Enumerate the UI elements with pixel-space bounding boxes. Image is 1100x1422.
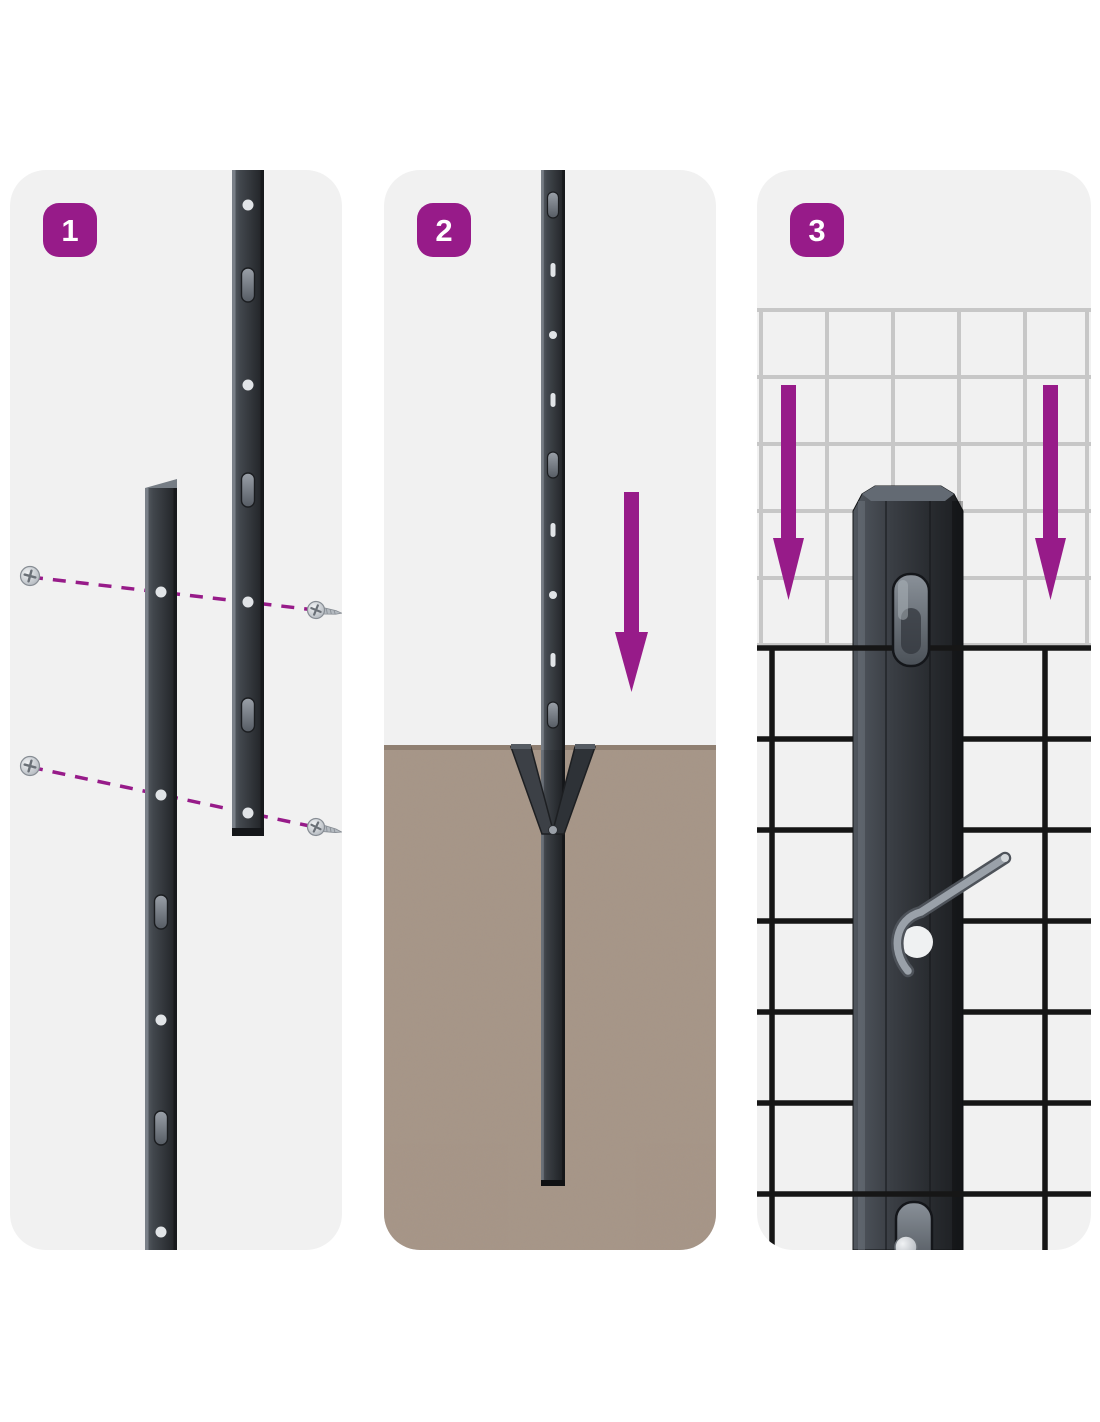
post-slot — [550, 263, 556, 277]
arrow-down-icon — [773, 385, 804, 600]
step3-illustration — [757, 308, 1091, 1250]
step-panel-1: 1 — [10, 170, 342, 1250]
post-tab — [546, 451, 560, 479]
screw-head-icon — [19, 755, 41, 777]
step-number: 3 — [808, 212, 826, 248]
step-panel-3: 3 — [757, 170, 1091, 1250]
post-hole — [242, 807, 254, 819]
post-tab — [546, 701, 560, 729]
arrow-down-icon — [1035, 385, 1066, 600]
fence-post-long — [145, 479, 177, 1250]
post-hole — [242, 199, 254, 211]
arrow-down-icon — [615, 492, 648, 692]
post-hole — [155, 586, 167, 598]
post-tab — [240, 472, 256, 508]
step-badge: 1 — [43, 203, 97, 257]
post-tab — [240, 697, 256, 733]
fence-post — [541, 170, 565, 1186]
step-number: 2 — [435, 212, 453, 248]
post-tab — [153, 1110, 169, 1146]
post-hole — [549, 591, 557, 599]
post-hole — [242, 596, 254, 608]
post-tab — [153, 894, 169, 930]
anchor-plate — [509, 744, 597, 835]
screw-head-icon — [19, 565, 41, 587]
screw-side-icon — [306, 817, 342, 837]
step1-illustration — [19, 170, 342, 1250]
post-hole — [549, 331, 557, 339]
post-tab — [240, 267, 256, 303]
step-badge: 3 — [790, 203, 844, 257]
post-hole — [242, 379, 254, 391]
anchor-bolt — [548, 825, 558, 835]
post-hole — [155, 1226, 167, 1238]
post-hole — [901, 926, 933, 958]
step-badge: 2 — [417, 203, 471, 257]
post-hole — [155, 1014, 167, 1026]
pin-head — [894, 1235, 918, 1250]
post-hole — [155, 789, 167, 801]
fence-post-short — [232, 170, 264, 836]
post-slot — [550, 523, 556, 537]
post-tab-bottom — [894, 1200, 934, 1250]
post-tab — [546, 191, 560, 219]
post-slot — [550, 393, 556, 407]
step-number: 1 — [61, 212, 79, 248]
step2-illustration — [384, 170, 716, 1250]
step-panel-2: 2 — [384, 170, 716, 1250]
screw-side-icon — [306, 600, 342, 620]
post-slot — [550, 653, 556, 667]
wire-hook — [891, 851, 1012, 978]
post-tab-top — [891, 572, 931, 668]
